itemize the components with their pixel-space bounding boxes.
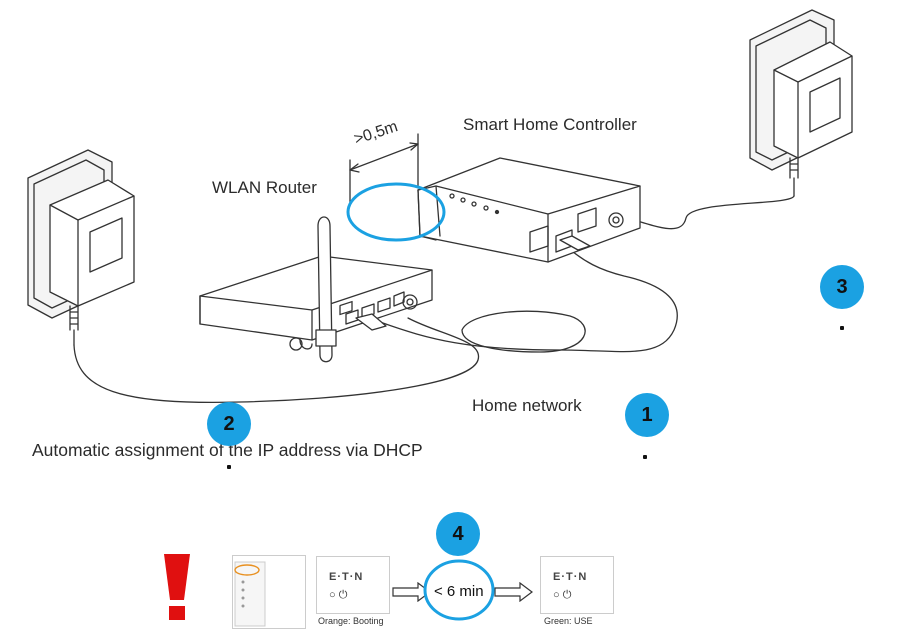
boot-timer-label: < 6 min bbox=[434, 583, 484, 600]
status-led-icons: ○ ⏻ bbox=[553, 589, 572, 601]
warning-exclamation-icon bbox=[164, 554, 190, 620]
distance-marker bbox=[349, 133, 419, 207]
step-badge-2: 2 bbox=[207, 402, 251, 446]
led-highlight-ellipse bbox=[346, 182, 446, 242]
booting-panel: E·T·N ○ ⏻ bbox=[316, 556, 390, 614]
badge-dot-1 bbox=[643, 455, 647, 459]
smart-home-controller bbox=[417, 157, 641, 263]
status-led-icons: ○ ⏻ bbox=[329, 589, 348, 601]
step-badge-1: 1 bbox=[625, 393, 669, 437]
home-network-label: Home network bbox=[472, 396, 582, 415]
eaton-logo: E·T·N bbox=[329, 571, 364, 583]
network-loop-cable bbox=[461, 310, 586, 353]
eaton-logo: E·T·N bbox=[553, 571, 588, 583]
dhcp-label: Automatic assignment of the IP address v… bbox=[32, 440, 423, 460]
router-power-cable bbox=[73, 317, 480, 404]
controller-power-cable bbox=[627, 195, 795, 230]
home-network-cable bbox=[379, 245, 678, 353]
arrow-right-icon bbox=[392, 582, 431, 602]
step-badge-3: 3 bbox=[820, 265, 864, 309]
ready-panel: E·T·N ○ ⏻ bbox=[540, 556, 614, 614]
timer-circle bbox=[423, 559, 495, 621]
badge-dot-2 bbox=[227, 465, 231, 469]
left-power-adapter bbox=[27, 149, 135, 346]
wlan-router bbox=[199, 216, 433, 363]
router-label: WLAN Router bbox=[212, 178, 317, 197]
right-power-adapter bbox=[749, 9, 853, 197]
badge-dot-3 bbox=[840, 326, 844, 330]
controller-label: Smart Home Controller bbox=[463, 115, 637, 134]
arrow-right-icon bbox=[494, 582, 533, 602]
device-thumbnail bbox=[232, 555, 306, 629]
orange-booting-caption: Orange: Booting bbox=[318, 616, 384, 626]
step-badge-4: 4 bbox=[436, 512, 480, 556]
green-use-caption: Green: USE bbox=[544, 616, 593, 626]
